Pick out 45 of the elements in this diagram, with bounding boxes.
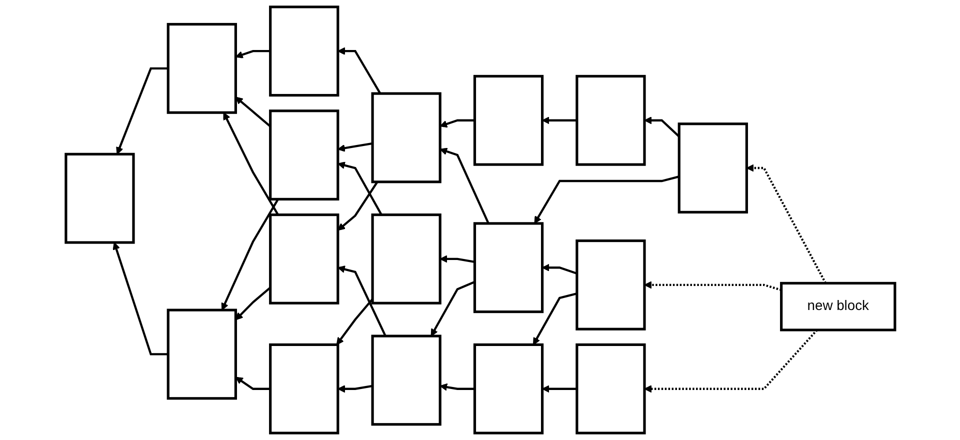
node-box — [268, 110, 339, 201]
arrow — [234, 376, 270, 390]
node-box — [575, 239, 646, 330]
node-box — [166, 308, 237, 400]
arrow — [439, 383, 474, 391]
node-box — [575, 343, 646, 434]
arrow — [430, 280, 475, 336]
arrow — [534, 176, 679, 224]
arrow — [336, 298, 373, 346]
arrow — [439, 119, 474, 128]
node-box — [575, 74, 646, 166]
arrow — [116, 67, 168, 155]
arrow — [337, 47, 381, 94]
arrow — [337, 266, 386, 337]
arrow — [337, 142, 372, 152]
node-box — [268, 214, 339, 304]
node-box — [64, 152, 134, 244]
node-box: new block — [780, 282, 896, 332]
node-box — [370, 214, 441, 304]
arrow — [439, 148, 490, 224]
arrow — [337, 181, 378, 231]
node-box — [473, 343, 544, 434]
arrow — [644, 281, 782, 292]
node-box — [677, 122, 748, 214]
arrow — [222, 112, 279, 216]
arrow — [220, 198, 279, 310]
arrow — [542, 385, 576, 393]
node-box — [370, 334, 441, 426]
arrow — [439, 255, 474, 263]
arrow — [532, 292, 577, 346]
arrow — [337, 162, 382, 216]
arrow — [644, 116, 680, 138]
arrow — [234, 50, 270, 58]
arrow — [542, 116, 576, 124]
node-box — [268, 343, 339, 434]
arrow — [542, 264, 577, 275]
node-box — [473, 74, 544, 166]
node-box — [370, 92, 441, 184]
arrow — [644, 329, 818, 393]
node-box — [268, 6, 339, 97]
arrow — [746, 164, 826, 284]
node-box — [473, 222, 544, 314]
arrow — [112, 242, 168, 356]
node-box — [166, 22, 237, 114]
arrow — [337, 384, 372, 393]
